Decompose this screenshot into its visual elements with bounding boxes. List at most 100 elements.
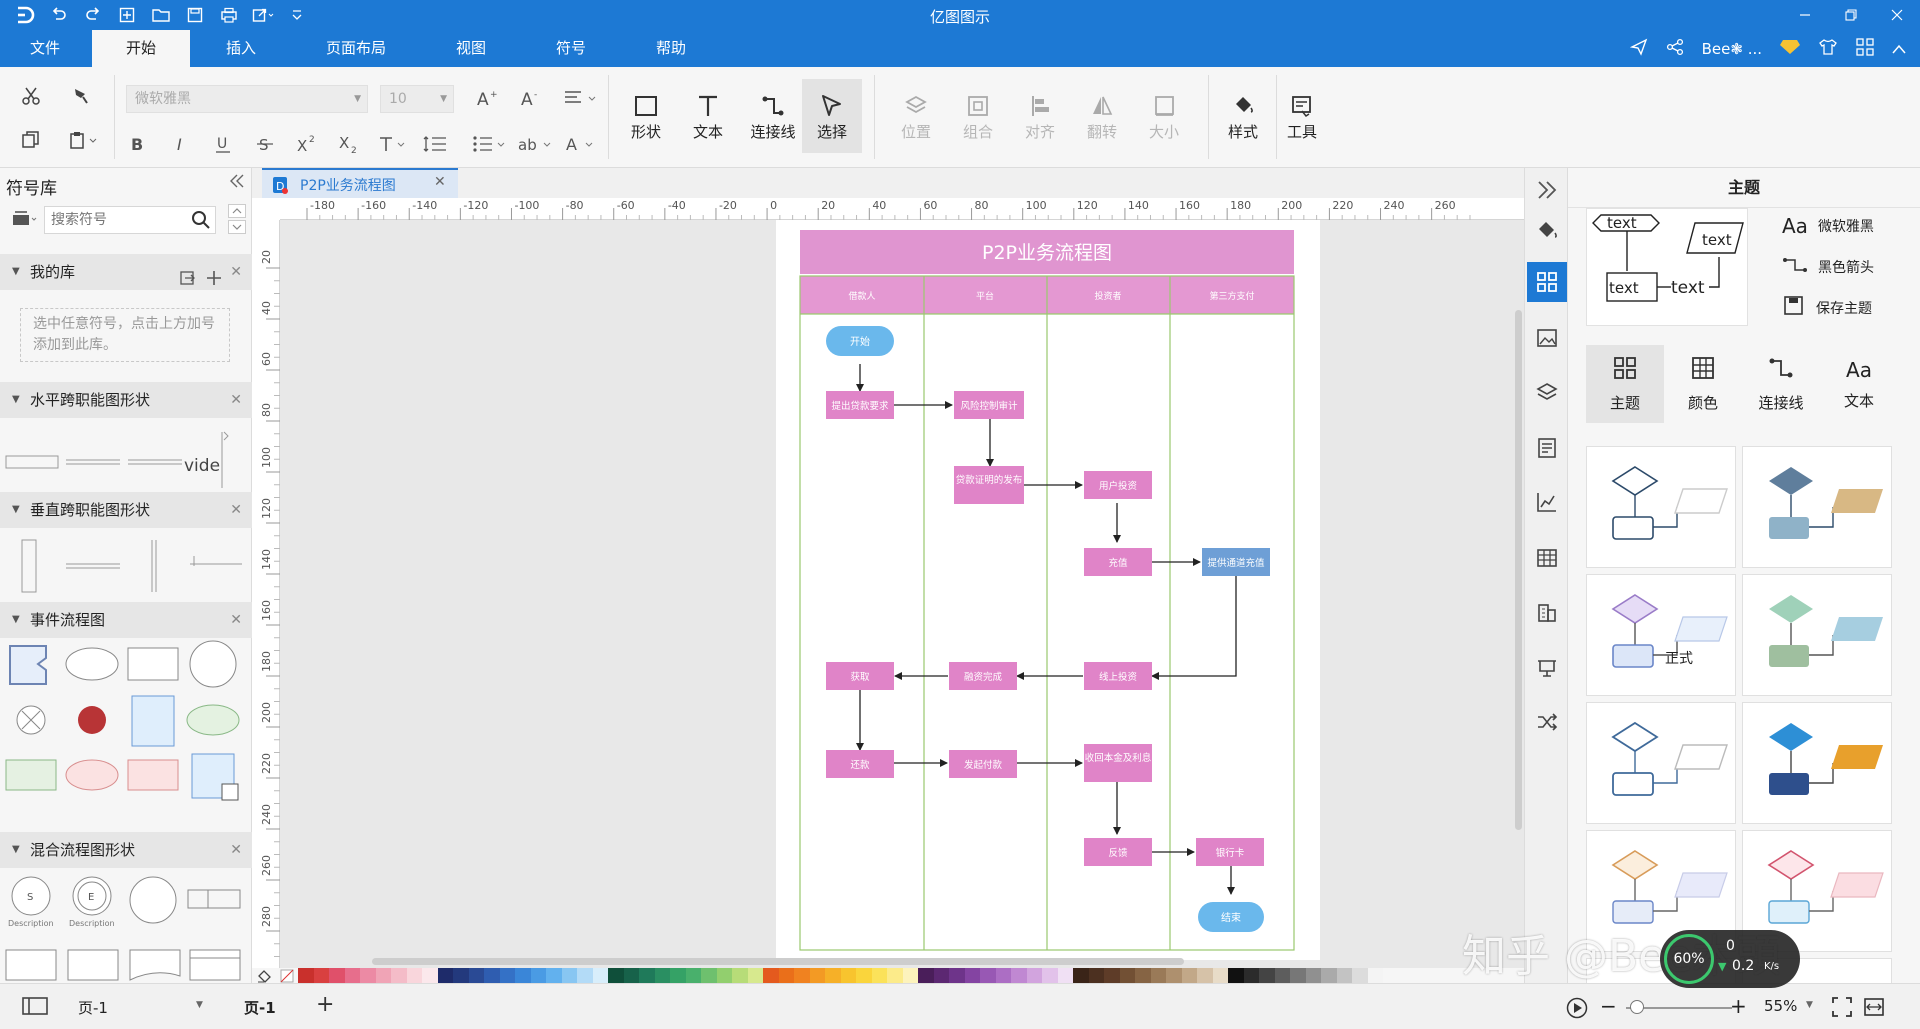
color-swatch[interactable] <box>1367 968 1383 983</box>
add-icon[interactable] <box>206 263 222 299</box>
strikethrough-icon[interactable]: S <box>250 129 280 159</box>
color-swatch[interactable] <box>1135 968 1151 983</box>
node-start[interactable] <box>826 326 894 356</box>
color-swatch[interactable] <box>778 968 794 983</box>
color-swatch[interactable] <box>422 968 438 983</box>
position-button[interactable]: 位置 <box>888 79 944 153</box>
menu-page-layout[interactable]: 页面布局 <box>325 39 386 57</box>
color-swatch[interactable] <box>1073 968 1089 983</box>
vertical-scroll-thumb[interactable] <box>1515 310 1522 830</box>
drawing-page[interactable]: P2P业务流程图 借款人 平台 投资者 第三方支付 <box>776 220 1320 960</box>
app-logo-icon[interactable] <box>10 2 40 28</box>
user-name[interactable]: Bee❃ ... <box>1701 39 1762 58</box>
color-swatch[interactable] <box>453 968 469 983</box>
color-swatch[interactable] <box>1011 968 1027 983</box>
group-button[interactable]: 组合 <box>950 79 1006 153</box>
restore-icon[interactable] <box>1828 0 1874 30</box>
section-event-flowchart[interactable]: ▼ 事件流程图 ✕ <box>0 602 252 638</box>
vertical-scrollbar[interactable] <box>1512 220 1524 968</box>
color-swatch[interactable] <box>515 968 531 983</box>
import-icon[interactable] <box>180 263 196 299</box>
section-vertical-swimlane[interactable]: ▼ 垂直跨职能图形状 ✕ <box>0 492 252 528</box>
color-swatch[interactable] <box>1352 968 1368 983</box>
color-swatch[interactable] <box>1057 968 1073 983</box>
library-menu-icon[interactable] <box>12 210 38 232</box>
color-swatch[interactable] <box>1274 968 1290 983</box>
color-swatch[interactable] <box>902 968 918 983</box>
grow-font-icon[interactable]: A+ <box>472 83 502 113</box>
theme-card-5[interactable] <box>1586 702 1736 824</box>
color-swatch[interactable] <box>685 968 701 983</box>
document-tab[interactable]: D P2P业务流程图 ✕ <box>262 168 458 198</box>
print-icon[interactable] <box>214 2 244 28</box>
color-swatch[interactable] <box>980 968 996 983</box>
page-select-dropdown-icon[interactable]: ▼ <box>196 1000 203 1010</box>
color-swatch[interactable] <box>1305 968 1321 983</box>
scroll-down-icon[interactable] <box>228 220 246 234</box>
section-horizontal-swimlane[interactable]: ▼ 水平跨职能图形状 ✕ <box>0 382 252 418</box>
color-swatch[interactable] <box>608 968 624 983</box>
color-swatch[interactable] <box>732 968 748 983</box>
theme-card-3[interactable]: 正式 <box>1586 574 1736 696</box>
color-swatch[interactable] <box>871 968 887 983</box>
zoom-in-icon[interactable]: + <box>1730 994 1747 1018</box>
shape-button[interactable]: 形状 <box>620 79 672 153</box>
node-user-invest[interactable] <box>1084 471 1152 499</box>
color-swatch[interactable] <box>484 968 500 983</box>
color-swatch[interactable] <box>747 968 763 983</box>
tab-color[interactable]: 颜色 <box>1664 345 1742 423</box>
color-swatch[interactable] <box>809 968 825 983</box>
menu-view[interactable]: 视图 <box>455 39 486 57</box>
node-online-invest[interactable] <box>1084 662 1152 690</box>
color-swatch[interactable] <box>763 968 779 983</box>
line-spacing-icon[interactable] <box>420 129 458 159</box>
my-library-header[interactable]: ▼ 我的库 ✕ <box>0 254 252 290</box>
node-obtain[interactable] <box>826 662 894 690</box>
color-swatch[interactable] <box>592 968 608 983</box>
scroll-up-icon[interactable] <box>228 204 246 218</box>
color-swatch[interactable] <box>530 968 546 983</box>
undo-icon[interactable] <box>44 2 74 28</box>
color-swatch[interactable] <box>577 968 593 983</box>
tools-button[interactable]: 工具 <box>1276 79 1328 153</box>
color-swatch[interactable] <box>995 968 1011 983</box>
open-folder-icon[interactable] <box>146 2 176 28</box>
close-section-icon[interactable]: ✕ <box>230 392 242 408</box>
style-button[interactable]: 样式 <box>1216 79 1270 153</box>
color-swatch[interactable] <box>360 968 376 983</box>
share-icon[interactable] <box>1666 38 1684 60</box>
color-swatch[interactable] <box>437 968 453 983</box>
align-button[interactable]: 对齐 <box>1012 79 1068 153</box>
copy-icon[interactable] <box>16 125 46 155</box>
color-swatch[interactable] <box>1088 968 1104 983</box>
theme-card-1[interactable] <box>1586 446 1736 568</box>
fit-width-icon[interactable] <box>1864 997 1884 1021</box>
zoom-slider-thumb[interactable] <box>1630 1000 1644 1014</box>
select-button[interactable]: 选择 <box>802 79 862 153</box>
menu-symbol[interactable]: 符号 <box>555 39 586 57</box>
node-recharge[interactable] <box>1084 548 1152 576</box>
color-swatch[interactable] <box>499 968 515 983</box>
close-tab-icon[interactable]: ✕ <box>434 174 446 190</box>
chart-icon[interactable] <box>1531 486 1563 518</box>
theme-grid-icon[interactable] <box>1527 262 1567 302</box>
theme-arrow-option[interactable]: 黑色箭头 <box>1782 255 1874 279</box>
play-icon[interactable] <box>1566 997 1588 1023</box>
color-swatch[interactable] <box>825 968 841 983</box>
color-swatch[interactable] <box>670 968 686 983</box>
fill-icon[interactable] <box>1531 214 1563 246</box>
color-swatch[interactable] <box>933 968 949 983</box>
premium-diamond-icon[interactable] <box>1780 39 1800 59</box>
text-button[interactable]: 文本 <box>682 79 734 153</box>
color-swatch[interactable] <box>313 968 329 983</box>
section-mixed-flowchart[interactable]: ▼ 混合流程图形状 ✕ <box>0 832 252 868</box>
color-swatch[interactable] <box>1290 968 1306 983</box>
zoom-dropdown-icon[interactable]: ▼ <box>1806 1000 1813 1010</box>
zoom-level[interactable]: 55% <box>1764 997 1798 1015</box>
bullet-list-icon[interactable] <box>470 129 508 159</box>
zoom-out-icon[interactable]: − <box>1600 994 1617 1018</box>
theme-card-6[interactable] <box>1742 702 1892 824</box>
minimize-icon[interactable] <box>1782 0 1828 30</box>
color-swatch[interactable] <box>639 968 655 983</box>
